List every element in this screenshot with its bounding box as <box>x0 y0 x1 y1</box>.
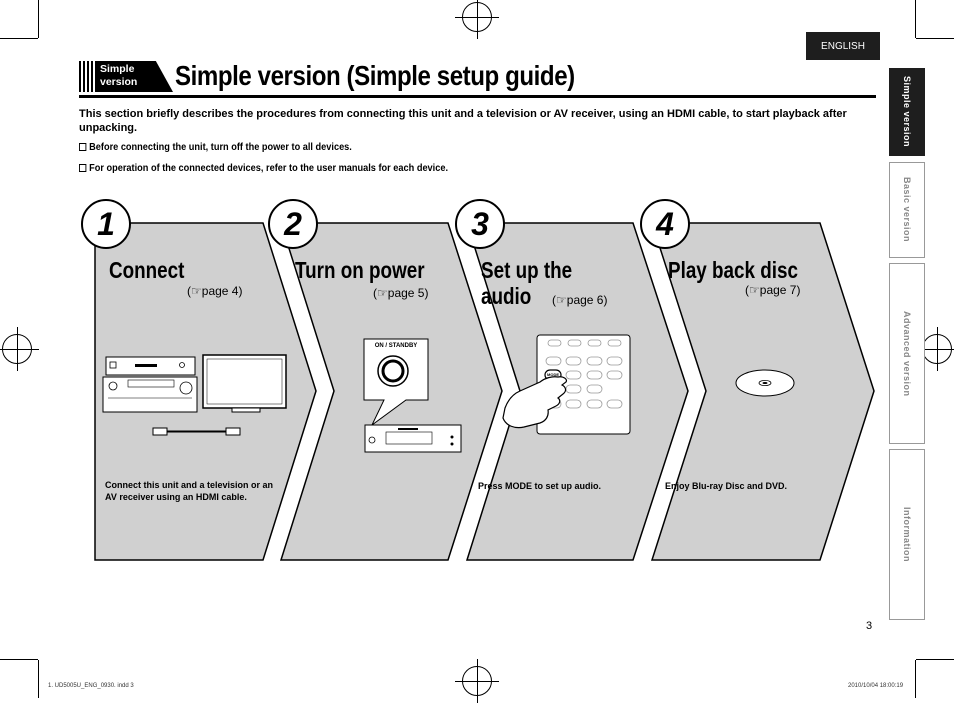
tab-advanced-version[interactable]: Advanced version <box>889 263 925 444</box>
note-item: Before connecting the unit, turn off the… <box>79 142 352 153</box>
step-4-number: 4 <box>640 199 690 249</box>
footer-filename: 1. UD5005U_ENG_0930. indd 3 <box>48 683 134 689</box>
step-1-page-ref[interactable]: (☞page 4) <box>187 284 243 298</box>
crop-mark <box>38 660 39 698</box>
step-3-description: Press MODE to set up audio. <box>478 481 602 491</box>
mode-button-label: MODE <box>547 372 559 377</box>
tab-label: Simple version <box>902 76 912 148</box>
hdmi-cable-image <box>152 427 241 436</box>
language-badge: ENGLISH <box>806 32 880 60</box>
step-2-number: 2 <box>268 199 318 249</box>
tab-label: Basic version <box>902 177 912 243</box>
checkbox-bullet-icon <box>79 164 87 172</box>
tab-label: Information <box>902 507 912 562</box>
on-standby-label: ON / STANDBY <box>374 343 418 349</box>
reference-hand-icon: ☞ <box>749 283 760 297</box>
page-number: 3 <box>866 620 873 632</box>
crop-mark <box>915 660 916 698</box>
registration-mark <box>0 327 39 371</box>
footer-timestamp: 2010/10/04 18:00:19 <box>848 683 904 689</box>
step-1-number: 1 <box>81 199 131 249</box>
page-ref-text: page 5) <box>387 286 429 300</box>
registration-mark <box>455 0 499 39</box>
step-4-title: Play back disc <box>668 257 799 283</box>
checkbox-bullet-icon <box>79 143 87 151</box>
television-image <box>202 354 287 413</box>
step-3-title: Set up the audio <box>481 257 572 309</box>
player-front-image <box>364 424 462 453</box>
crop-mark <box>38 0 39 38</box>
tab-basic-version[interactable]: Basic version <box>889 162 925 258</box>
step-4-page-ref[interactable]: (☞page 7) <box>745 283 801 297</box>
tab-information[interactable]: Information <box>889 449 925 620</box>
step-3-title-line-2: audio <box>481 283 532 309</box>
tag-stripes <box>79 61 95 92</box>
crop-mark <box>916 38 954 39</box>
reference-hand-icon: ☞ <box>191 284 202 298</box>
registration-mark <box>455 659 499 703</box>
disc-image <box>735 369 795 397</box>
crop-mark <box>0 659 38 660</box>
pointing-hand-icon <box>502 376 568 429</box>
page-ref-text: page 6) <box>566 293 608 307</box>
av-receiver-image <box>102 376 198 413</box>
tab-simple-version[interactable]: Simple version <box>889 68 925 156</box>
step-2-title: Turn on power <box>295 257 425 283</box>
note-text: Before connecting the unit, turn off the… <box>89 142 352 153</box>
player-unit-image <box>105 356 196 376</box>
step-1-description: Connect this unit and a television or an… <box>105 480 274 502</box>
tab-label: Advanced version <box>902 310 912 397</box>
crop-mark <box>916 659 954 660</box>
reference-hand-icon: ☞ <box>377 286 388 300</box>
title-rule <box>79 95 876 98</box>
intro-text: This section briefly describes the proce… <box>79 108 847 134</box>
step-2-page-ref[interactable]: (☞page 5) <box>373 286 429 300</box>
step-3-title-line-1: Set up the <box>481 257 573 283</box>
page-ref-text: page 7) <box>759 283 801 297</box>
note-item: For operation of the connected devices, … <box>79 163 448 174</box>
step-4-description: Enjoy Blu-ray Disc and DVD. <box>665 481 788 491</box>
note-text: For operation of the connected devices, … <box>89 163 449 174</box>
crop-mark <box>915 0 916 38</box>
crop-mark <box>0 38 38 39</box>
step-3-number: 3 <box>455 199 505 249</box>
reference-hand-icon: ☞ <box>556 293 567 307</box>
step-1-title: Connect <box>109 257 185 283</box>
tag-line-1: Simple <box>100 63 135 75</box>
power-button-zoom <box>363 338 429 426</box>
tag-line-2: version <box>100 76 138 88</box>
step-3-page-ref[interactable]: (☞page 6) <box>552 293 608 307</box>
section-tag: Simple version <box>79 61 173 92</box>
page-title: Simple version (Simple setup guide) <box>175 60 575 91</box>
page-ref-text: page 4) <box>201 284 243 298</box>
